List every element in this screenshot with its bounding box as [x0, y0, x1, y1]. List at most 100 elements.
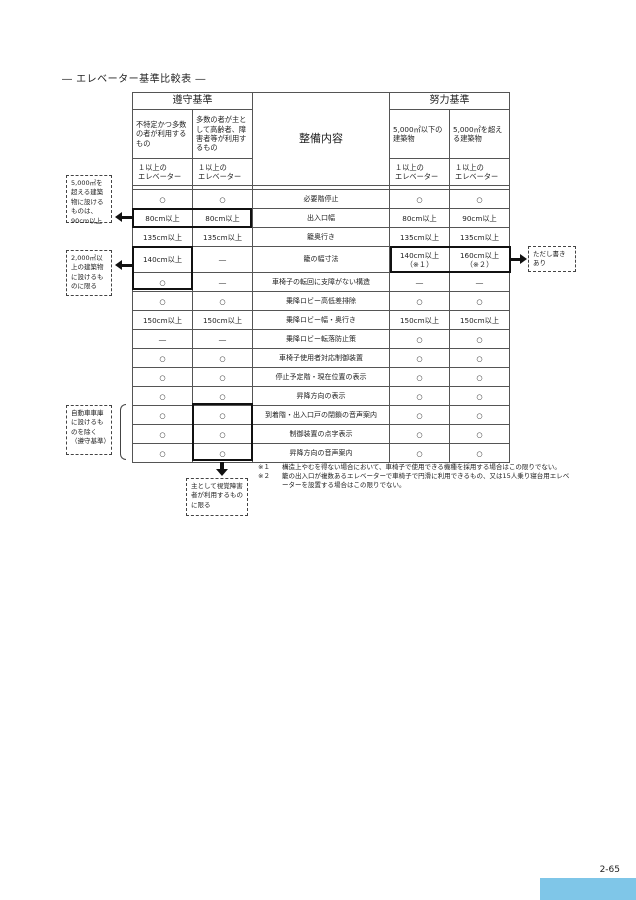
value-cell: 150cm以上 [132, 310, 193, 330]
value-cell: ○ [449, 405, 510, 425]
item-cell: 制御装置の点字表示 [252, 424, 390, 444]
group-header-row: 遵守基準 整備内容 努力基準 [132, 92, 510, 186]
value-cell: ○ [389, 348, 450, 368]
footnote-mark: ※１ [258, 463, 270, 471]
value-cell: 140cm以上 [132, 246, 193, 273]
arrow-left-icon [115, 212, 122, 222]
table-row: ○○停止予定階・現在位置の表示○○ [132, 367, 510, 387]
value-cell: ○ [132, 424, 193, 444]
value-cell: ○ [132, 386, 193, 406]
value-cell: ○ [449, 291, 510, 311]
value-cell: 80cm以上 [192, 208, 253, 228]
brace-icon [120, 404, 126, 460]
item-cell: 昇降方向の音声案内 [252, 443, 390, 463]
page-number: 2-65 [599, 865, 620, 875]
callout-garage: 自動車車庫に設けるものを除く（遵守基準） [66, 405, 112, 455]
value-cell: ○ [192, 386, 253, 406]
value-cell: 150cm以上 [449, 310, 510, 330]
table-row: ○○到着階・出入口戸の閉鎖の音声案内○○ [132, 405, 510, 425]
item-cell: 必要階停止 [252, 189, 390, 209]
subheader-cell: 5,000㎡を超える建築物 [449, 109, 510, 159]
value-cell: ○ [192, 348, 253, 368]
item-cell: 乗降ロビー高低差排除 [252, 291, 390, 311]
table-row: ――乗降ロビー転落防止策○○ [132, 329, 510, 349]
value-cell: 140cm以上 （※１） [389, 246, 450, 273]
item-cell: 籠の幅寸法 [252, 246, 390, 273]
value-cell: ○ [389, 443, 450, 463]
value-cell: ― [132, 329, 193, 349]
arrow-right-icon [520, 254, 527, 264]
table-row: ○○昇降方向の表示○○ [132, 386, 510, 406]
table-row: ○○車椅子使用者対応制御装置○○ [132, 348, 510, 368]
footnotes: ※１ 構造上やむを得ない場合において、車椅子で使用できる機種を採用する場合はこの… [258, 463, 572, 489]
page-title: ― エレベーター基準比較表 ― [62, 74, 206, 85]
value-cell: ○ [449, 386, 510, 406]
arrow-shaft [122, 264, 132, 267]
subheader-row: 不特定かつ多数の者が利用するもの 多数の者が主として高齢者、障害者等が利用するも… [132, 109, 510, 159]
value-cell: ○ [389, 424, 450, 444]
table-row: ○―車椅子の転回に支障がない構造―― [132, 272, 510, 292]
value-cell: 80cm以上 [132, 208, 193, 228]
value-cell: ○ [192, 443, 253, 463]
item-cell: 昇降方向の表示 [252, 386, 390, 406]
value-cell: ○ [132, 405, 193, 425]
value-cell: ○ [192, 424, 253, 444]
item-cell: 停止予定階・現在位置の表示 [252, 367, 390, 387]
value-cell: ― [389, 272, 450, 292]
arrow-down-icon [216, 469, 228, 476]
value-cell: ○ [132, 291, 193, 311]
value-cell: ○ [389, 329, 450, 349]
value-cell: ○ [389, 189, 450, 209]
value-cell: ○ [389, 291, 450, 311]
value-cell: ○ [449, 443, 510, 463]
value-cell: ― [449, 272, 510, 292]
item-cell: 車椅子の転回に支障がない構造 [252, 272, 390, 292]
callout-2000m2: 2,000㎡以上の建築物に設けるものに限る [66, 250, 112, 296]
item-cell: 出入口幅 [252, 208, 390, 228]
footnote-1: ※１ 構造上やむを得ない場合において、車椅子で使用できる機種を採用する場合はこの… [258, 463, 572, 472]
arrow-left-icon [115, 260, 122, 270]
value-cell: ― [192, 272, 253, 292]
table-row: ○○必要階停止○○ [132, 189, 510, 209]
elevator-row: １以上の エレベーター １以上の エレベーター １以上の エレベーター １以上の… [132, 158, 510, 186]
value-cell: ○ [449, 189, 510, 209]
item-cell: 籠奥行き [252, 227, 390, 247]
value-cell: ○ [389, 405, 450, 425]
value-cell: ○ [132, 272, 193, 292]
value-cell: ○ [449, 348, 510, 368]
arrow-shaft [220, 462, 224, 470]
value-cell: ○ [132, 189, 193, 209]
value-cell: ○ [192, 405, 253, 425]
value-cell: ○ [449, 424, 510, 444]
callout-proviso: ただし書きあり [528, 246, 576, 272]
table-row: ○○昇降方向の音声案内○○ [132, 443, 510, 463]
comparison-table: 遵守基準 整備内容 努力基準 不特定かつ多数の者が利用するもの 多数の者が主とし… [132, 92, 510, 463]
value-cell: ○ [389, 367, 450, 387]
callout-90cm: 5,000㎡を超える建築物に設けるものは、90cm以上 [66, 175, 112, 225]
subheader-cell: 多数の者が主として高齢者、障害者等が利用するもの [192, 109, 253, 159]
value-cell: ○ [132, 348, 193, 368]
table-row: ○○制御装置の点字表示○○ [132, 424, 510, 444]
value-cell: 80cm以上 [389, 208, 450, 228]
value-cell: ○ [192, 189, 253, 209]
value-cell: 135cm以上 [449, 227, 510, 247]
subheader-cell: 不特定かつ多数の者が利用するもの [132, 109, 193, 159]
item-cell: 乗降ロビー幅・奥行き [252, 310, 390, 330]
center-header: 整備内容 [252, 92, 390, 186]
value-cell: 135cm以上 [132, 227, 193, 247]
elevator-cell: １以上の エレベーター [449, 158, 510, 186]
value-cell: 135cm以上 [192, 227, 253, 247]
value-cell: ○ [192, 367, 253, 387]
value-cell: 160cm以上 （※２） [449, 246, 510, 273]
value-cell: ○ [449, 329, 510, 349]
elevator-cell: １以上の エレベーター [132, 158, 193, 186]
value-cell: ○ [389, 386, 450, 406]
item-cell: 車椅子使用者対応制御装置 [252, 348, 390, 368]
group-effort: 努力基準 [389, 92, 510, 110]
value-cell: ○ [449, 367, 510, 387]
value-cell: ― [192, 246, 253, 273]
item-cell: 乗降ロビー転落防止策 [252, 329, 390, 349]
value-cell: 90cm以上 [449, 208, 510, 228]
